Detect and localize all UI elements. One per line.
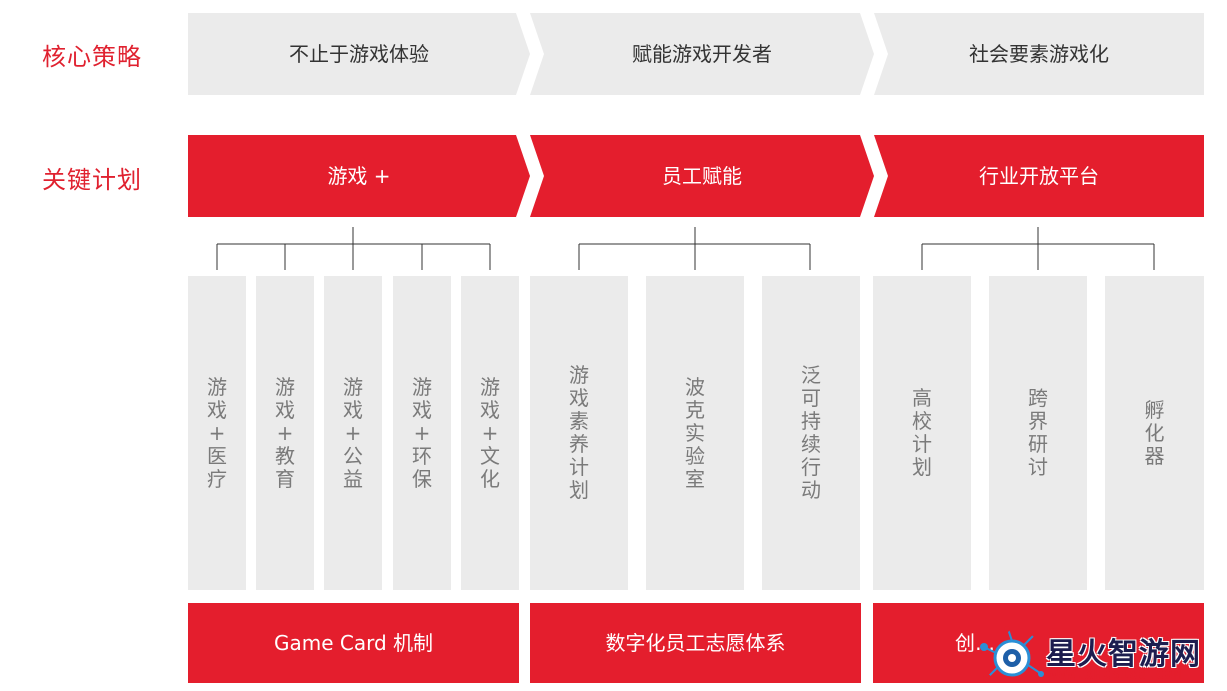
molecule-logo-icon [980,626,1044,682]
column-char: 环 [412,443,432,468]
column-char: 医 [207,443,227,468]
column-char: 游 [207,374,227,399]
column-char: 波 [685,374,705,399]
tree-group-3 [921,227,1155,270]
plan-chevron-1 [188,135,530,217]
column-game-medical: 游戏+医疗 [188,276,246,590]
column-char: 益 [343,466,363,491]
column-char: 游 [412,374,432,399]
column-char: 戏 [343,397,363,422]
column-char: 戏 [207,397,227,422]
strategy-row-label: 核心策略 [42,43,142,71]
bottom-box-volunteer-system: 数字化员工志愿体系 [530,603,861,683]
column-char: 划 [912,455,932,479]
column-char: 室 [685,466,705,491]
column-poke-lab: 波克实验室 [646,276,744,590]
strategy-segment-1: 不止于游戏体验 [289,42,429,66]
column-char: 戏 [275,397,295,422]
column-char: 动 [801,478,821,502]
column-char: 文 [480,443,500,468]
column-char: 高 [912,386,932,410]
column-char: 游 [343,374,363,399]
plan-band: 游戏 + 员工赋能 行业开放平台 [188,135,1204,217]
column-university-plan: 高校计划 [873,276,971,590]
column-char: 续 [801,432,821,456]
column-char: + [276,420,294,445]
strategy-segment-2: 赋能游戏开发者 [632,42,772,66]
column-char: 克 [685,397,705,422]
column-char: 素 [569,409,589,433]
column-char: + [413,420,431,445]
plan-segment-3: 行业开放平台 [979,164,1099,188]
column-char: 校 [912,409,932,433]
column-char: + [208,420,226,445]
column-char: 研 [1028,432,1048,456]
plan-chevron-3 [874,135,1204,217]
tree-group-2 [578,227,811,270]
column-char: 育 [275,466,295,491]
bottom-box-partial: 创… [873,603,1204,683]
column-char: 讨 [1028,455,1048,479]
column-char: + [344,420,362,445]
column-char: 行 [801,455,821,479]
column-char: 游 [569,363,589,387]
column-game-literacy: 游戏素养计划 [530,276,628,590]
bottom-box-game-card: Game Card 机制 [188,603,519,683]
column-char: 界 [1028,409,1048,433]
column-char: 孵 [1144,397,1165,422]
column-game-charity: 游戏+公益 [324,276,382,590]
column-game-education: 游戏+教育 [256,276,314,590]
strategy-band: 不止于游戏体验 赋能游戏开发者 社会要素游戏化 [188,13,1204,95]
column-char: 泛 [801,363,821,387]
column-char: 教 [275,443,295,468]
column-char: 器 [1144,443,1165,468]
column-char: 公 [343,443,363,468]
column-char: 戏 [569,386,589,410]
watermark-title: 星火智游网 [1046,637,1201,672]
column-char: 保 [412,466,432,491]
tree-group-1 [216,227,491,270]
column-char: 戏 [412,397,432,422]
column-char: 实 [685,420,705,445]
column-char: 划 [569,478,589,502]
strategy-chevron-3 [874,13,1204,95]
plan-segment-2: 员工赋能 [662,164,742,188]
column-char: + [481,420,499,445]
column-char: 养 [569,432,589,456]
column-char: 跨 [1028,386,1048,410]
plan-segment-1: 游戏 + [327,164,391,188]
column-char: 化 [480,466,500,491]
strategy-segment-3: 社会要素游戏化 [969,42,1109,66]
column-char: 游 [480,374,500,399]
watermark-url: WWW.XHCS188.COM [1050,668,1183,683]
column-game-environment: 游戏+环保 [393,276,451,590]
column-game-culture: 游戏+文化 [461,276,519,590]
plan-row-label: 关键计划 [42,166,142,194]
column-char: 化 [1144,420,1165,445]
column-char: 计 [912,432,932,456]
watermark: 星火智游网 WWW.XHCS188.COM [978,625,1227,691]
column-char: 戏 [480,397,500,422]
column-char: 验 [685,443,705,468]
column-sustainability: 泛可持续行动 [762,276,860,590]
plan-chevron-2 [530,135,874,217]
strategy-chevron-2 [530,13,874,95]
column-char: 可 [801,386,821,410]
column-incubator: 孵化器 [1105,276,1204,590]
column-char: 计 [569,455,589,479]
column-crossover-seminar: 跨界研讨 [989,276,1087,590]
column-char: 持 [801,409,821,433]
column-char: 游 [275,374,295,399]
column-char: 疗 [207,466,227,491]
strategy-chevron-1 [188,13,530,95]
tree-connectors [216,227,1155,270]
